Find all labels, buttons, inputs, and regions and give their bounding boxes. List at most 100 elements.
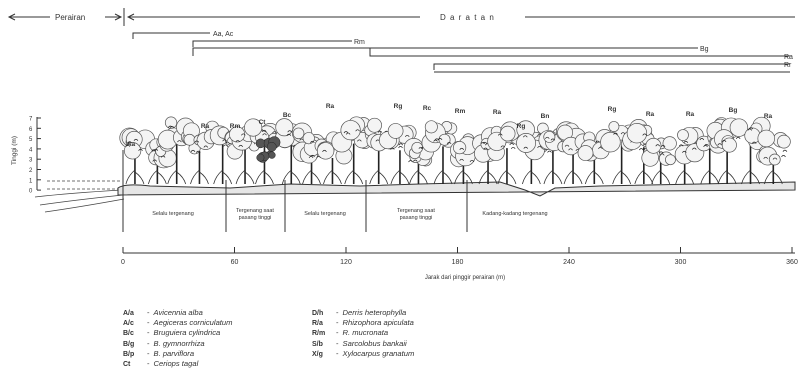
mangrove-tree <box>332 117 371 184</box>
range-line-rr <box>434 64 790 70</box>
y-tick-label: 5 <box>29 137 33 143</box>
legend-item: R/a-Rhizophora apiculata <box>312 318 414 328</box>
mangrove-tree <box>244 119 279 184</box>
tree-label: Rm <box>230 123 241 130</box>
tree-label: Ra <box>686 111 695 118</box>
legend-species-name: Rhizophora apiculata <box>343 318 414 327</box>
legend-dash: - <box>336 308 339 317</box>
mangrove-tree <box>642 137 677 184</box>
y-axis-label: Tinggi (m) <box>11 136 18 165</box>
range-label-aa-ac: Aa, Ac <box>213 31 234 38</box>
zone-text-2-line2: pasang tinggi <box>239 215 272 221</box>
legend-item: S/b-Sarcolobus bankaii <box>312 339 414 349</box>
water-surface <box>35 190 122 197</box>
range-line-rm <box>193 41 352 47</box>
species-range-lines <box>133 33 790 72</box>
zone-text-4-line2: pasang tinggi <box>400 215 433 221</box>
legend-code: X/g <box>312 350 336 360</box>
mangrove-tree <box>757 130 791 184</box>
legend-item: B/g-B. gymnorrhiza <box>123 339 232 349</box>
legend-dash: - <box>147 308 150 317</box>
zone-text-3: Selalu tergenang <box>304 211 346 217</box>
y-tick-label: 1 <box>29 178 33 184</box>
legend-species-name: Xylocarpus granatum <box>343 349 415 358</box>
legend-item: B/c-Bruguiera cylindrica <box>123 328 232 338</box>
x-tick-label: 300 <box>675 259 687 266</box>
zone-text-5: Kadang-kadang tergenang <box>482 211 547 217</box>
range-line-aa-ac <box>133 33 210 39</box>
y-tick-label: 2 <box>29 168 33 174</box>
x-tick-label: 240 <box>563 259 575 266</box>
range-label-ra: Ra <box>784 54 793 61</box>
range-label-bg: Bg <box>700 46 709 53</box>
legend-species-name: Aegiceras corniculatum <box>154 318 233 327</box>
legend-species-name: Avicennia alba <box>154 308 203 317</box>
x-tick-label: 60 <box>231 259 239 266</box>
tree-label: Ra <box>493 109 502 116</box>
mangrove-tree <box>516 121 548 184</box>
tree-label: Rg <box>517 123 526 130</box>
x-axis-label: Jarak dari pinggir perairan (m) <box>425 275 505 281</box>
range-label-rr: Rr <box>784 62 792 69</box>
legend-species-name: Sarcolobus bankaii <box>343 339 407 348</box>
mangrove-trees <box>120 117 791 184</box>
tree-label: Ra <box>201 123 210 130</box>
tree-label: Ra <box>646 111 655 118</box>
tree-label: Rg <box>608 106 617 113</box>
mangrove-tree <box>675 127 704 184</box>
zone-text-4-line1: Tergenang saat <box>397 208 435 214</box>
legend-dash: - <box>336 349 339 358</box>
legend-dash: - <box>147 339 150 348</box>
legend-dash: - <box>147 318 150 327</box>
water-lines <box>35 181 124 212</box>
tree-label: Aa <box>127 141 136 148</box>
y-tick-label: 4 <box>29 147 33 153</box>
legend-species-name: Ceriops tagal <box>154 359 199 368</box>
range-line-ra <box>370 48 790 56</box>
mangrove-tree <box>365 118 389 184</box>
y-tick-label: 7 <box>29 117 33 123</box>
zone-text-2-line1: Tergenang saat <box>236 208 274 214</box>
legend-dash: - <box>147 359 150 368</box>
legend-species-name: R. mucronata <box>343 328 389 337</box>
zone-label-daratan: D a r a t a n <box>440 13 495 22</box>
legend-item: X/g-Xylocarpus granatum <box>312 349 414 359</box>
legend-species-name: Bruguiera cylindrica <box>154 328 221 337</box>
legend-dash: - <box>147 328 150 337</box>
legend-dash: - <box>336 318 339 327</box>
tree-label: Bn <box>541 113 550 120</box>
legend-item: A/c-Aegiceras corniculatum <box>123 318 232 328</box>
legend-item: D/h-Derris heterophylla <box>312 308 414 318</box>
water-line-2 <box>40 195 123 205</box>
legend-species-name: B. parviflora <box>154 349 195 358</box>
legend-dash: - <box>147 349 150 358</box>
legend-species-name: B. gymnorrhiza <box>154 339 205 348</box>
legend-dash: - <box>336 339 339 348</box>
tree-label: Ra <box>326 103 335 110</box>
water-line-3 <box>45 199 124 212</box>
ground-profile <box>118 182 795 196</box>
x-tick-label: 0 <box>121 259 125 266</box>
tree-label: Rm <box>455 108 466 115</box>
zone-arrows <box>9 8 795 26</box>
x-tick-label: 360 <box>786 259 798 266</box>
range-line-bg <box>193 48 698 56</box>
y-tick-label: 6 <box>29 127 33 133</box>
tree-label: Bc <box>283 112 292 119</box>
x-tick-label: 180 <box>452 259 464 266</box>
y-tick-label: 0 <box>29 189 33 195</box>
legend-item: Ct-Ceriops tagal <box>123 359 232 369</box>
zone-label-perairan: Perairan <box>55 13 85 22</box>
legend-item: R/m-R. mucronata <box>312 328 414 338</box>
zone-text-1: Selalu tergenang <box>152 211 194 217</box>
legend-species-name: Derris heterophylla <box>343 308 407 317</box>
legend-code: Ct <box>123 360 147 370</box>
range-label-rm: Rm <box>354 39 365 46</box>
legend-item: B/p-B. parviflora <box>123 349 232 359</box>
ceriops-canopy <box>256 137 280 163</box>
